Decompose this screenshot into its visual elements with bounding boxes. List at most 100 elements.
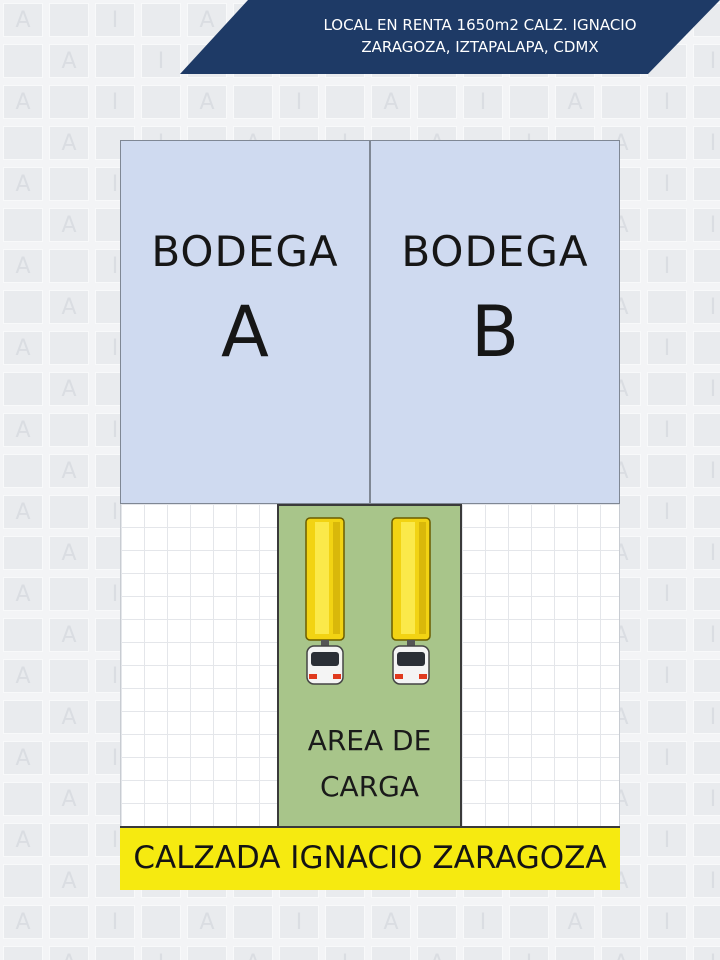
watermark-tile [601, 85, 641, 119]
watermark-tile [3, 536, 43, 570]
watermark-tile: A [49, 946, 89, 960]
watermark-tile [49, 167, 89, 201]
watermark-tile [141, 3, 181, 37]
watermark-tile [3, 454, 43, 488]
watermark-tile: I [693, 126, 720, 160]
watermark-tile: I [279, 85, 319, 119]
watermark-tile [463, 946, 503, 960]
header-banner [180, 0, 720, 74]
watermark-tile: I [647, 331, 687, 365]
watermark-tile [141, 85, 181, 119]
watermark-tile [509, 85, 549, 119]
watermark-tile [647, 864, 687, 898]
watermark-tile [693, 495, 720, 529]
street-label: CALZADA IGNACIO ZARAGOZA [120, 826, 620, 890]
watermark-tile [417, 85, 457, 119]
watermark-tile [647, 618, 687, 652]
watermark-tile [3, 126, 43, 160]
watermark-tile [647, 290, 687, 324]
watermark-tile [3, 44, 43, 78]
watermark-tile: A [49, 44, 89, 78]
watermark-tile [49, 577, 89, 611]
watermark-tile: I [463, 905, 503, 939]
watermark-tile [3, 700, 43, 734]
watermark-tile: A [187, 3, 227, 37]
watermark-tile: I [463, 85, 503, 119]
watermark-tile: A [555, 85, 595, 119]
watermark-tile: I [693, 208, 720, 242]
watermark-tile: A [49, 372, 89, 406]
bodega-a-letter: A [221, 291, 269, 373]
watermark-tile: A [371, 905, 411, 939]
truck-icon [305, 517, 345, 685]
watermark-tile [509, 905, 549, 939]
watermark-tile: I [141, 44, 181, 78]
watermark-tile: A [371, 85, 411, 119]
watermark-tile: I [647, 495, 687, 529]
bodega-b-letter: B [470, 291, 520, 373]
watermark-tile: I [647, 741, 687, 775]
watermark-tile [693, 249, 720, 283]
watermark-tile: I [279, 905, 319, 939]
watermark-tile: I [647, 905, 687, 939]
watermark-tile: I [647, 577, 687, 611]
bodega-a: BODEGA A [120, 140, 370, 504]
watermark-tile [325, 905, 365, 939]
watermark-tile [3, 618, 43, 652]
loading-area: AREA DE CARGA [277, 504, 462, 826]
watermark-tile [279, 946, 319, 960]
watermark-tile [647, 536, 687, 570]
watermark-tile: I [647, 823, 687, 857]
watermark-tile [95, 946, 135, 960]
watermark-tile [647, 946, 687, 960]
watermark-tile [371, 946, 411, 960]
watermark-tile: I [95, 3, 135, 37]
watermark-tile [233, 905, 273, 939]
watermark-tile [647, 208, 687, 242]
watermark-tile [555, 946, 595, 960]
watermark-tile: I [95, 905, 135, 939]
watermark-tile [693, 331, 720, 365]
watermark-tile [49, 331, 89, 365]
loading-area-label-line-1: AREA DE [307, 724, 432, 757]
watermark-tile: I [509, 946, 549, 960]
watermark-tile [49, 659, 89, 693]
watermark-tile [693, 85, 720, 119]
watermark-tile: I [647, 413, 687, 447]
watermark-tile: A [49, 126, 89, 160]
watermark-tile: A [49, 700, 89, 734]
watermark-tile [601, 905, 641, 939]
bodega-b-title: BODEGA [401, 227, 589, 276]
watermark-tile: A [49, 454, 89, 488]
watermark-tile: A [49, 208, 89, 242]
watermark-tile [3, 946, 43, 960]
watermark-tile [417, 905, 457, 939]
watermark-tile [49, 905, 89, 939]
yard-left [120, 504, 277, 826]
watermark-tile: A [3, 167, 43, 201]
watermark-tile [693, 577, 720, 611]
watermark-tile [141, 905, 181, 939]
watermark-tile: A [49, 864, 89, 898]
watermark-tile [49, 495, 89, 529]
watermark-tile: I [647, 249, 687, 283]
watermark-tile: A [3, 331, 43, 365]
watermark-tile: I [95, 85, 135, 119]
watermark-tile: I [693, 864, 720, 898]
watermark-tile: A [49, 782, 89, 816]
watermark-tile [693, 659, 720, 693]
watermark-tile: A [3, 249, 43, 283]
loading-area-label: AREA DE CARGA [279, 718, 460, 810]
watermark-tile: A [3, 413, 43, 447]
truck-icon [391, 517, 431, 685]
watermark-tile [187, 946, 227, 960]
watermark-tile: I [693, 44, 720, 78]
watermark-tile [3, 782, 43, 816]
watermark-tile: I [693, 946, 720, 960]
watermark-tile: A [3, 3, 43, 37]
bodega-b: BODEGA B [370, 140, 620, 504]
watermark-tile: I [647, 659, 687, 693]
floor-plan: BODEGA A BODEGA B AREA DE [120, 140, 620, 892]
watermark-tile [693, 905, 720, 939]
watermark-tile: A [3, 905, 43, 939]
